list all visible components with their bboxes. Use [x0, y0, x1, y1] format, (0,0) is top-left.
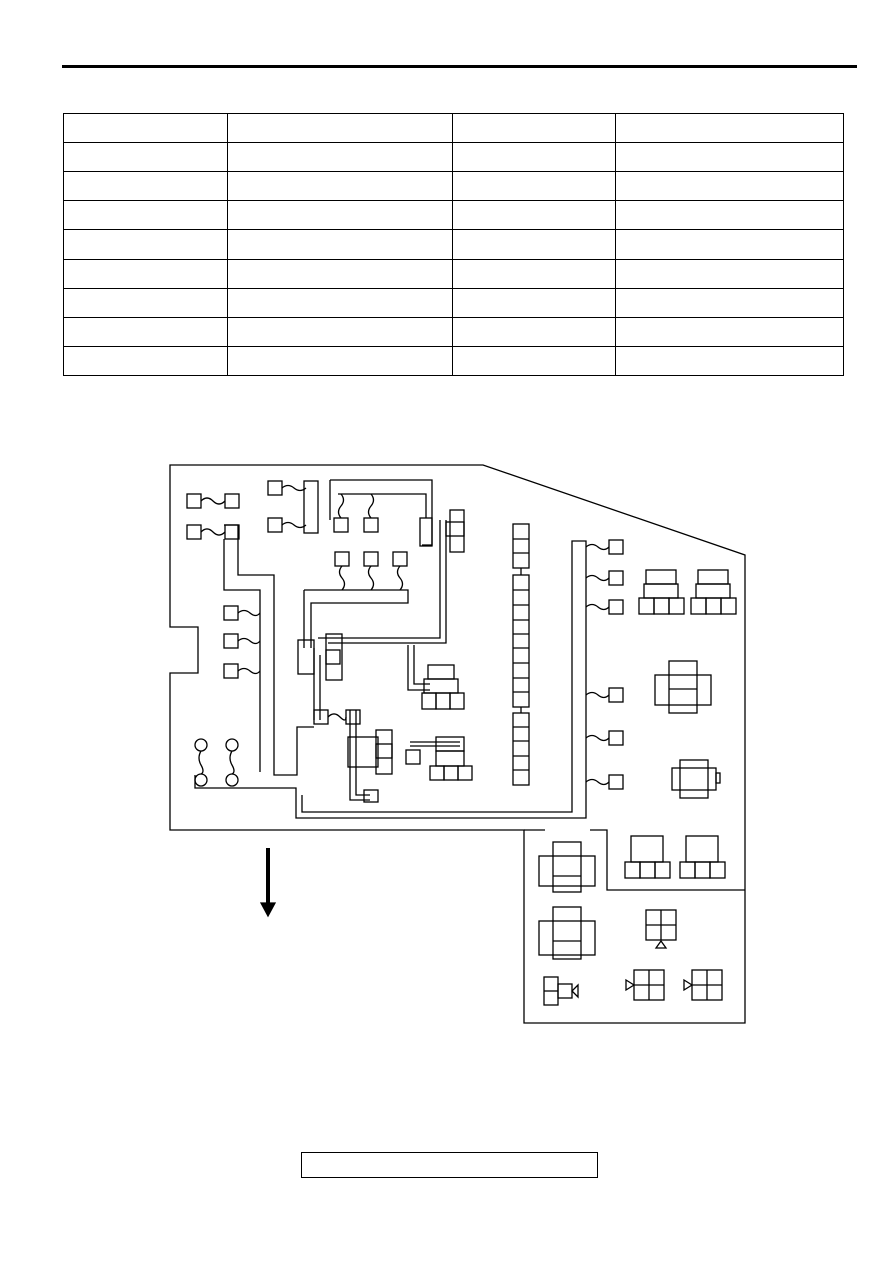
table-cell: [452, 287, 616, 318]
ground-terminals: [194, 738, 239, 787]
right-connectors: [585, 539, 624, 790]
table-cell: [452, 345, 616, 377]
table-row: [63, 112, 844, 144]
table-row: [63, 258, 844, 289]
lower-relays: [538, 841, 723, 1006]
relay-box-outline: [169, 464, 746, 1024]
front-arrow: [259, 848, 277, 918]
left-connectors: [186, 480, 319, 679]
table-cell: [615, 287, 844, 318]
table-cell: [452, 171, 616, 202]
table-cell: [615, 316, 844, 347]
lower-section-outline: [524, 829, 745, 891]
header-rule: [62, 65, 857, 68]
table-cell: [452, 258, 616, 289]
table-cell: [615, 112, 844, 144]
figure-caption-box: [301, 1152, 598, 1178]
table-cell: [615, 258, 844, 289]
connector-table: [63, 112, 844, 377]
table-cell: [63, 287, 228, 318]
harness-lines: [194, 479, 587, 819]
table-row: [63, 171, 844, 202]
table-cell: [63, 200, 228, 231]
connector-table-body: [63, 112, 844, 377]
table-row: [63, 316, 844, 347]
pin-connectors: [297, 493, 465, 765]
table-cell: [63, 171, 228, 202]
table-cell: [615, 345, 844, 377]
table-row: [63, 345, 844, 377]
table-cell: [227, 345, 453, 377]
middle-relays: [347, 664, 473, 803]
table-row: [63, 200, 844, 231]
table-cell: [452, 142, 616, 173]
table-cell: [615, 142, 844, 173]
table-cell: [63, 142, 228, 173]
table-cell: [452, 316, 616, 347]
table-row: [63, 287, 844, 318]
right-relays: [624, 569, 737, 879]
fuse-column: [512, 523, 530, 786]
table-cell: [63, 345, 228, 377]
table-cell: [615, 171, 844, 202]
